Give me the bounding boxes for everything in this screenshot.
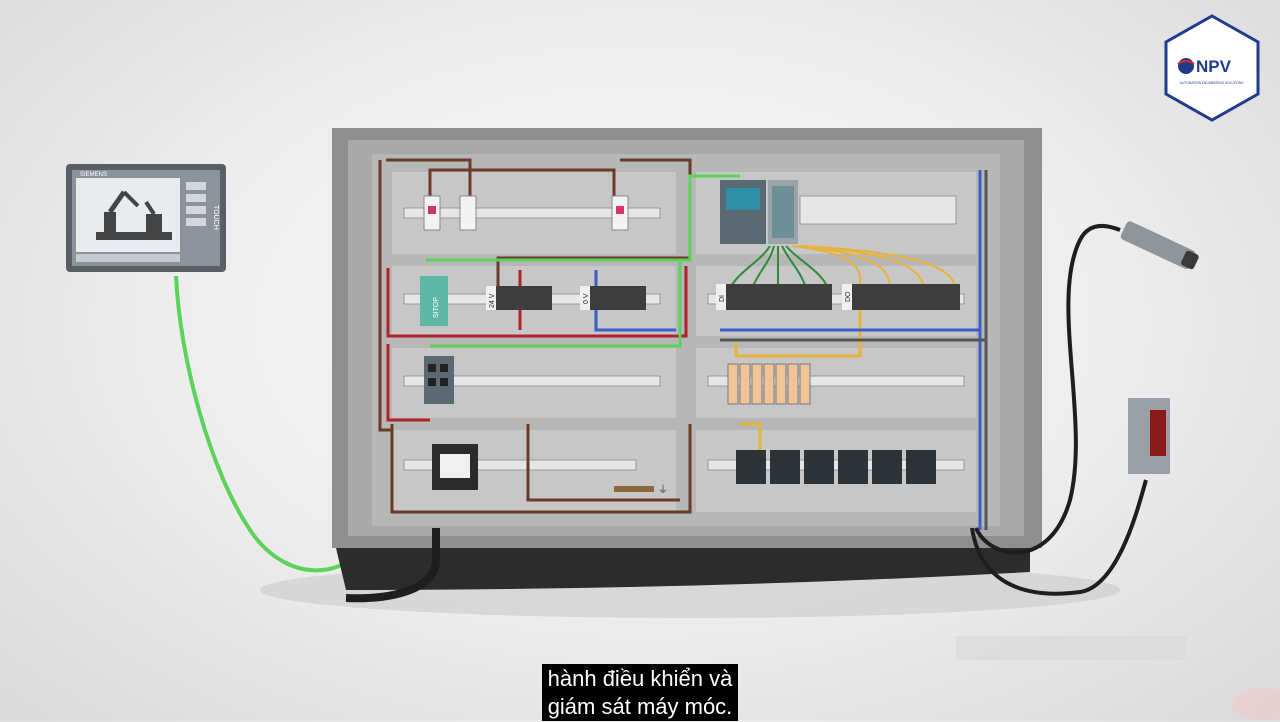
subtitle-line-1-text: hành điều khiển và (541, 664, 739, 693)
terminal-label-di: DI (719, 295, 726, 302)
terminal-label-0v: 0 V (583, 293, 590, 304)
sensor-cable-proximity (974, 224, 1121, 555)
ground-symbol: ⏚ (658, 484, 668, 496)
hmi-brand-label: SIEMENS (80, 172, 107, 178)
plc-controller (720, 180, 798, 244)
contactors (736, 450, 936, 484)
logo-text: NPV (1196, 57, 1232, 76)
hmi-panel[interactable]: SIEMENS TOUCH (66, 164, 226, 272)
relay-modules (727, 363, 811, 405)
subtitle-line-2-text: giám sát máy móc. (541, 692, 739, 721)
sensor-cable-photo (970, 479, 1148, 596)
robot-icon (96, 190, 172, 240)
ethernet-switch (424, 356, 454, 404)
psu-label: SITOP (433, 297, 440, 318)
transformer (432, 444, 478, 490)
hmi-side-buttons[interactable] (186, 182, 206, 226)
cabinet-base (336, 548, 1030, 590)
logo-tagline: AUTOMATION ENGINEERING SOLUTIONS (1180, 81, 1243, 85)
io-fanout-wires (729, 245, 957, 289)
proximity-sensor (1120, 221, 1199, 270)
subtitle-line-1: hành điều khiển và (0, 664, 1280, 694)
terminal-blocks: 24 V 0 V DI DO (486, 284, 960, 310)
corner-glow (1232, 688, 1280, 720)
wiring (378, 158, 988, 530)
terminal-label-24v: 24 V (489, 293, 496, 308)
ground-bar: ⏚ (614, 484, 668, 496)
subtitle-line-2: giám sát máy móc. (0, 692, 1280, 722)
blurred-watermark (956, 636, 1186, 660)
hmi-touch-label: TOUCH (212, 205, 219, 230)
circuit-breakers (423, 195, 629, 231)
npv-logo: NPV AUTOMATION ENGINEERING SOLUTIONS (1164, 14, 1260, 122)
power-cable (345, 528, 440, 603)
terminal-label-do: DO (845, 291, 852, 302)
power-supply: SITOP (420, 276, 448, 326)
photoelectric-sensor (1128, 398, 1170, 474)
